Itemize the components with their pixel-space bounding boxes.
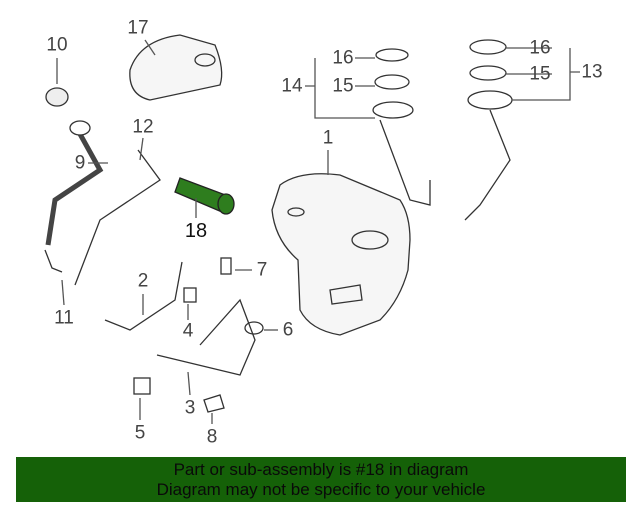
callout-7[interactable]: 7 [256, 259, 268, 281]
fuel-filter-part-18[interactable] [174, 177, 235, 215]
callout-16b[interactable]: 16 [529, 37, 551, 59]
reservoir-part-17[interactable] [129, 34, 223, 101]
callout-1[interactable]: 1 [322, 127, 334, 149]
bracket-part-8[interactable] [203, 394, 225, 413]
callout-16[interactable]: 16 [332, 47, 354, 69]
part-info-banner: Part or sub-assembly is #18 in diagram D… [16, 457, 626, 502]
callout-13[interactable]: 13 [581, 61, 603, 83]
strap-part-2[interactable] [104, 261, 183, 331]
callout-9[interactable]: 9 [74, 152, 86, 174]
filler-neck-part-9[interactable] [45, 120, 104, 246]
callout-10[interactable]: 10 [46, 34, 68, 56]
banner-line-1: Part or sub-assembly is #18 in diagram [173, 460, 469, 479]
banner-line-2: Diagram may not be specific to your vehi… [156, 480, 486, 499]
callout-4[interactable]: 4 [182, 320, 194, 342]
callout-6[interactable]: 6 [282, 319, 294, 341]
bolt-part-7[interactable] [220, 257, 232, 275]
sender-unit-part-13[interactable] [464, 39, 513, 221]
callout-8[interactable]: 8 [206, 426, 218, 448]
grommet-part-6[interactable] [244, 321, 264, 335]
sender-unit-part-14[interactable] [372, 48, 431, 206]
cap-part-10[interactable] [45, 87, 69, 107]
callout-15b[interactable]: 15 [529, 63, 551, 85]
bushing-part-4[interactable] [183, 287, 197, 303]
callout-5[interactable]: 5 [134, 422, 146, 444]
callout-18[interactable]: 18 [184, 220, 208, 242]
callout-17[interactable]: 17 [127, 17, 149, 39]
callout-2[interactable]: 2 [137, 270, 149, 292]
callout-3[interactable]: 3 [184, 397, 196, 419]
leader-lines [56, 39, 580, 424]
fitting-part-11[interactable] [44, 249, 63, 273]
callout-11[interactable]: 11 [54, 307, 74, 329]
hose-part-12[interactable] [74, 149, 161, 286]
callout-14[interactable]: 14 [281, 75, 303, 97]
callout-15[interactable]: 15 [332, 75, 354, 97]
callout-12[interactable]: 12 [132, 116, 154, 138]
fuel-tank-part-1[interactable] [271, 173, 411, 336]
strap-part-3[interactable] [156, 298, 256, 376]
clip-part-5[interactable] [133, 377, 151, 395]
